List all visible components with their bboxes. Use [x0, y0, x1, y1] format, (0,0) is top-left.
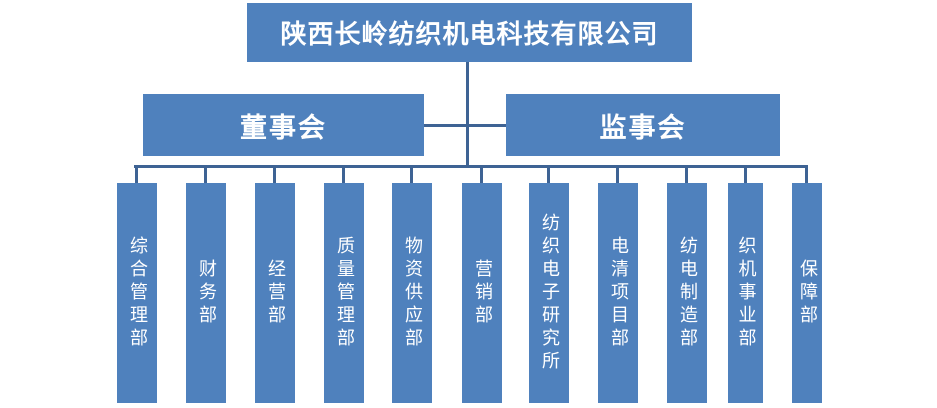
dept-box-support: 保障部 [792, 183, 822, 403]
dept-label: 质量管理部 [334, 235, 355, 351]
connector-drop [805, 168, 808, 183]
dept-box-material-supply: 物资供应部 [392, 183, 432, 403]
connector-drop [273, 168, 276, 183]
connector-drop [744, 168, 747, 183]
dept-label: 财务部 [196, 258, 217, 328]
dept-box-loom-business: 织机事业部 [728, 183, 763, 403]
connector-drop [204, 168, 207, 183]
board-of-directors-box: 董事会 [143, 94, 424, 156]
dept-label: 纺电制造部 [677, 235, 698, 351]
connector-drop [480, 168, 483, 183]
connector-bus [134, 165, 808, 168]
connector-drop [410, 168, 413, 183]
connector-drop [616, 168, 619, 183]
dept-label: 物资供应部 [402, 235, 423, 351]
dept-box-finance: 财务部 [186, 183, 226, 403]
connector-board-link [424, 124, 506, 127]
dept-label: 织机事业部 [735, 235, 757, 351]
dept-label: 营销部 [472, 258, 493, 328]
company-title: 陕西长岭纺织机电科技有限公司 [280, 20, 659, 50]
board-of-supervisors-box: 监事会 [506, 94, 780, 156]
dept-box-general-management: 综合管理部 [117, 183, 157, 403]
company-title-box: 陕西长岭纺织机电科技有限公司 [247, 3, 692, 62]
board-of-supervisors-label: 监事会 [599, 112, 687, 144]
dept-box-yarn-clearer-project: 电清项目部 [598, 183, 638, 403]
dept-box-textile-electronics-institute: 纺织电子研究所 [529, 183, 569, 403]
dept-box-quality-management: 质量管理部 [324, 183, 364, 403]
dept-label: 电清项目部 [608, 235, 629, 351]
dept-label: 纺织电子研究所 [539, 212, 560, 374]
connector-trunk [466, 61, 469, 168]
dept-box-marketing: 营销部 [462, 183, 502, 403]
connector-drop [685, 168, 688, 183]
dept-label: 经营部 [265, 258, 286, 328]
dept-label: 综合管理部 [127, 235, 148, 351]
board-of-directors-label: 董事会 [240, 112, 327, 144]
dept-box-operations: 经营部 [255, 183, 295, 403]
connector-drop [342, 168, 345, 183]
dept-box-textile-electric-manufacturing: 纺电制造部 [667, 183, 707, 403]
connector-drop [135, 168, 138, 183]
dept-label: 保障部 [797, 258, 818, 328]
connector-drop [547, 168, 550, 183]
